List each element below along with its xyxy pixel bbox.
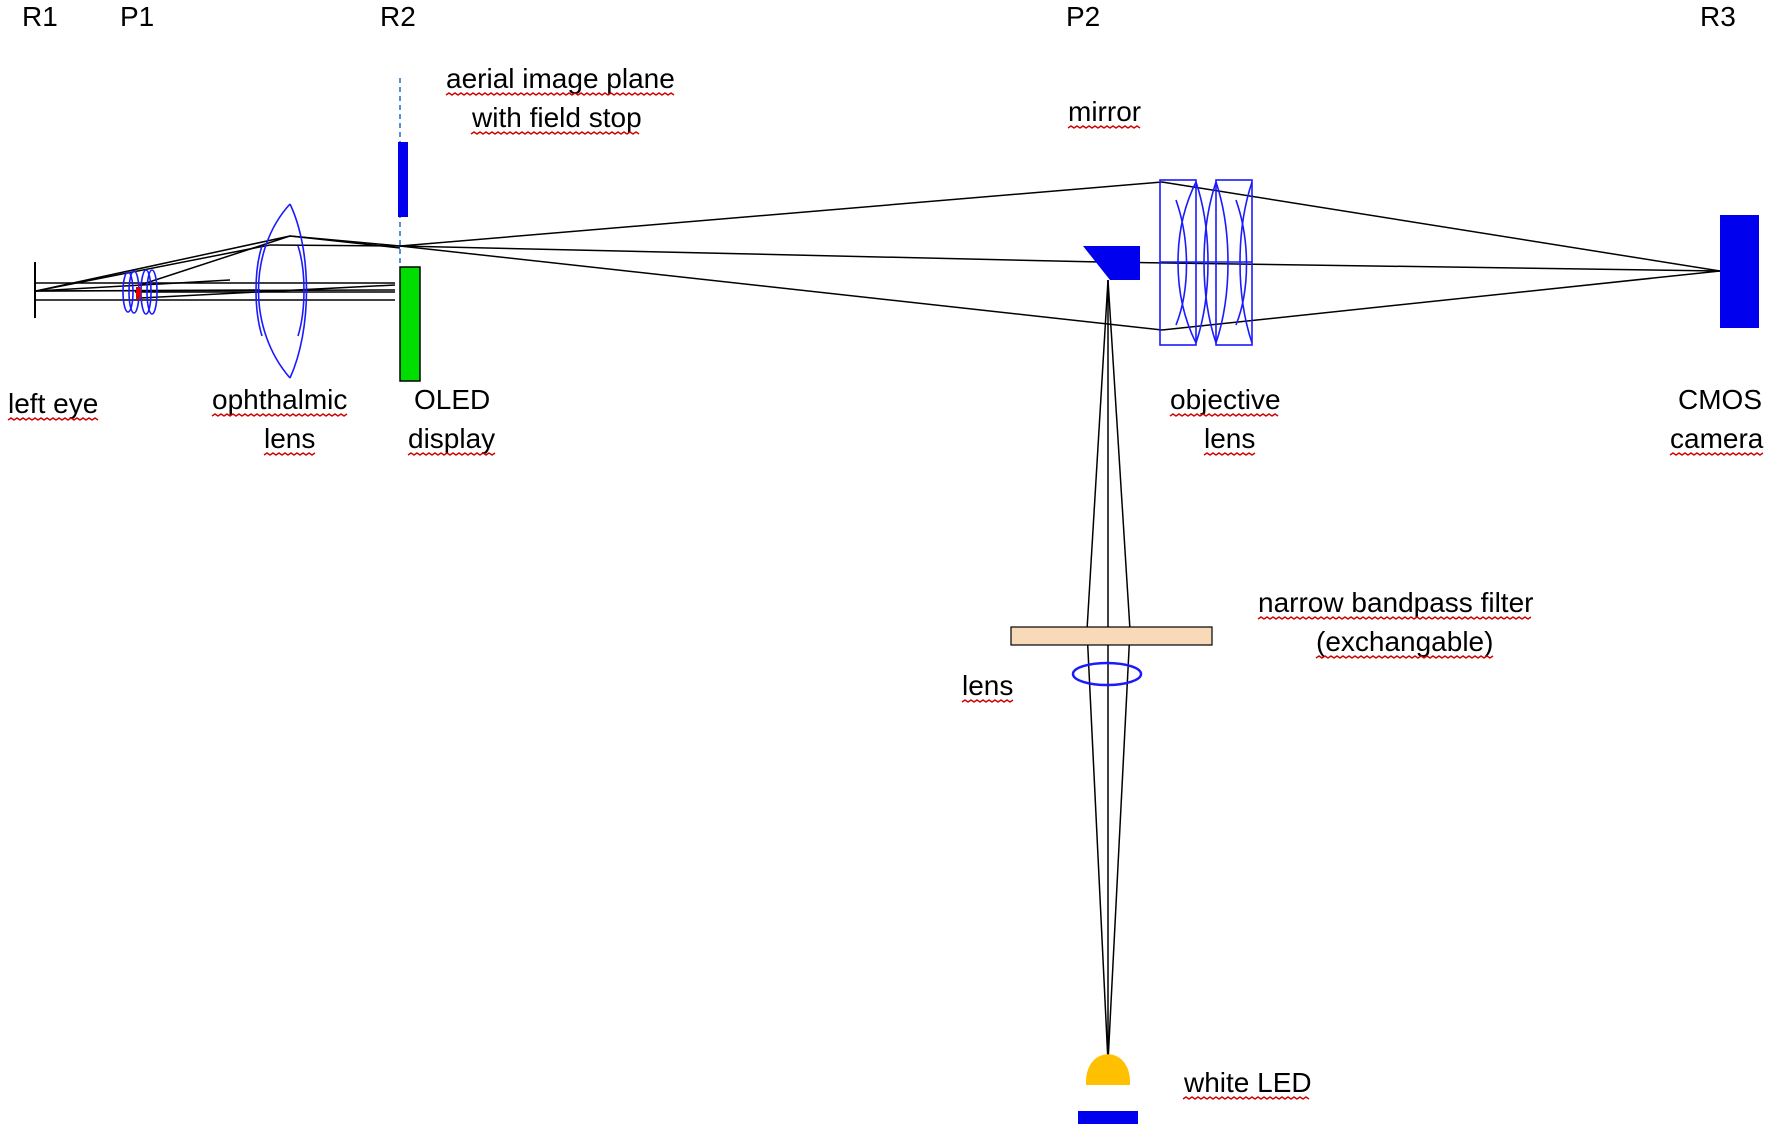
objective-lens-shape <box>1159 179 1253 346</box>
pupil-marker <box>136 287 141 299</box>
label-r3: R3 <box>1700 1 1736 32</box>
ophthalmic-lens-inner-right <box>297 245 305 337</box>
ray-led-right <box>1107 629 1131 1063</box>
label-cmos-line2: camera <box>1670 423 1764 454</box>
spellcheck-underline <box>961 699 1014 703</box>
spellcheck-underline <box>1203 452 1256 456</box>
label-filter-line1: narrow bandpass filter <box>1258 587 1533 618</box>
label-objective-line1: objective <box>1170 384 1281 415</box>
ray-camera-upper <box>1161 181 1721 272</box>
spellcheck-underline <box>1182 1096 1310 1100</box>
label-aerial-line1: aerial image plane <box>446 63 675 94</box>
spellcheck-underlines <box>7 92 1764 1100</box>
illumination-lens-shape <box>1071 661 1143 687</box>
spellcheck-underline <box>445 92 675 96</box>
oled-display-rect <box>399 266 421 382</box>
label-oled-line2: display <box>408 423 495 454</box>
objective-lens-curve-2 <box>1175 199 1188 326</box>
spellcheck-underline <box>263 452 316 456</box>
label-objective-line2: lens <box>1204 423 1255 454</box>
field-stop <box>398 142 408 217</box>
ray-diverge-upper <box>399 181 1163 247</box>
label-r2: R2 <box>380 1 416 32</box>
ray-camera-lower <box>1161 270 1721 331</box>
label-lens: lens <box>962 670 1013 701</box>
label-cmos-line1: CMOS <box>1678 384 1762 415</box>
labels: R1 P1 R2 P2 R3 aerial image plane with f… <box>8 1 1764 1098</box>
spellcheck-underline <box>470 131 640 135</box>
spellcheck-underline <box>1315 655 1494 659</box>
mirror-shape <box>1083 246 1140 280</box>
eye-lens-element-4 <box>146 269 158 315</box>
ray-paths <box>35 181 1721 1063</box>
label-white-led: white LED <box>1183 1067 1312 1098</box>
eye-lens-element-1 <box>122 271 134 313</box>
led-base <box>1078 1111 1138 1124</box>
label-oled-line1: OLED <box>414 384 490 415</box>
spellcheck-underline <box>407 452 496 456</box>
label-left-eye: left eye <box>8 388 98 419</box>
spellcheck-underline <box>7 417 99 421</box>
spellcheck-underline <box>1169 413 1279 417</box>
ray-lens-right-up <box>1107 279 1131 631</box>
ray-p1-upper <box>139 235 291 286</box>
cmos-camera-sensor <box>1720 215 1759 328</box>
label-aerial-line2: with field stop <box>471 102 642 133</box>
eye-lens-group <box>122 269 158 315</box>
spellcheck-underline <box>1067 125 1141 129</box>
label-ophthalmic-line1: ophthalmic <box>212 384 347 415</box>
ray-lens-left-up <box>1086 279 1109 631</box>
label-p2: P2 <box>1066 1 1100 32</box>
label-filter-line2: (exchangable) <box>1316 626 1493 657</box>
ray-camera-axis <box>1099 261 1721 272</box>
label-mirror: mirror <box>1068 96 1141 127</box>
label-r1: R1 <box>22 1 58 32</box>
ray-chief <box>399 245 1101 263</box>
label-ophthalmic-line2: lens <box>264 423 315 454</box>
bandpass-filter-rect <box>1010 626 1213 646</box>
ray-p1-lower <box>139 284 396 299</box>
led-dome <box>1086 1054 1130 1085</box>
ray-diverge-lower <box>399 245 1163 331</box>
spellcheck-underline <box>1669 452 1764 456</box>
ophthalmic-lens-inner-left <box>255 245 263 337</box>
ray-converge-3 <box>289 235 401 249</box>
spellcheck-underline <box>1257 616 1532 620</box>
label-p1: P1 <box>120 1 154 32</box>
ray-eye-upper <box>35 235 291 292</box>
ophthalmic-lens-left-surface <box>257 203 291 379</box>
spellcheck-underline <box>211 413 348 417</box>
ray-eye-to-oled <box>35 289 396 292</box>
ray-led-left <box>1086 629 1109 1063</box>
objective-lens-curve-7 <box>1235 199 1248 326</box>
ophthalmic-lens-right-surface <box>289 203 308 379</box>
ophthalmic-lens-shape <box>255 203 308 379</box>
